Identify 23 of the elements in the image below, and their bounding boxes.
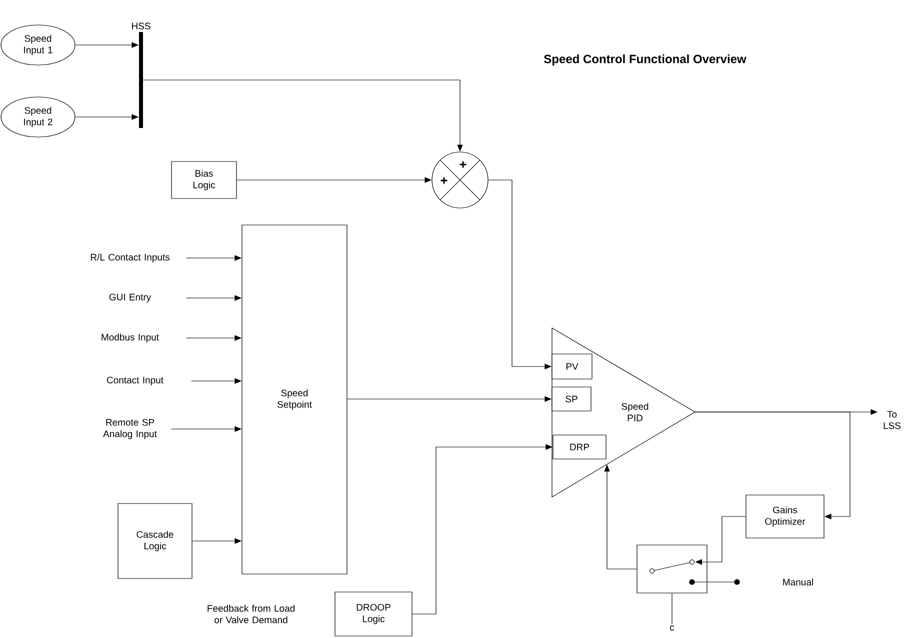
node-label: HSS bbox=[132, 22, 150, 30]
switch-box bbox=[636, 544, 740, 594]
input-label: Remote SP Analog Input bbox=[103, 418, 157, 440]
logic-box: DROOP Logic bbox=[334, 592, 412, 636]
note-label: Feedback from Load or Valve Demand bbox=[208, 604, 294, 624]
switch-input-label: c bbox=[670, 625, 674, 631]
title: Speed Control Functional Overview bbox=[544, 54, 746, 66]
input-label: R/L Contact Inputs bbox=[90, 254, 170, 262]
input-label: Modbus Input bbox=[102, 334, 159, 342]
logic-box: Bias Logic bbox=[171, 161, 237, 199]
summing-junction: + + bbox=[432, 152, 488, 208]
logic-box: Cascade Logic bbox=[118, 503, 192, 579]
selector-bar: HSS bbox=[132, 22, 150, 128]
input-label: GUI Entry bbox=[109, 294, 152, 302]
port-box: PV bbox=[552, 354, 592, 380]
arrow bbox=[694, 412, 850, 520]
input-label: Contact Input bbox=[106, 376, 164, 386]
port-box: SP bbox=[552, 386, 592, 412]
output-label: To LSS bbox=[884, 410, 901, 430]
setpoint-box: Speed Setpoint bbox=[242, 224, 348, 574]
optimizer-box: Gains Optimizer bbox=[746, 494, 824, 538]
switch-label: Manual bbox=[783, 578, 813, 586]
port-box: DRP bbox=[552, 434, 606, 460]
